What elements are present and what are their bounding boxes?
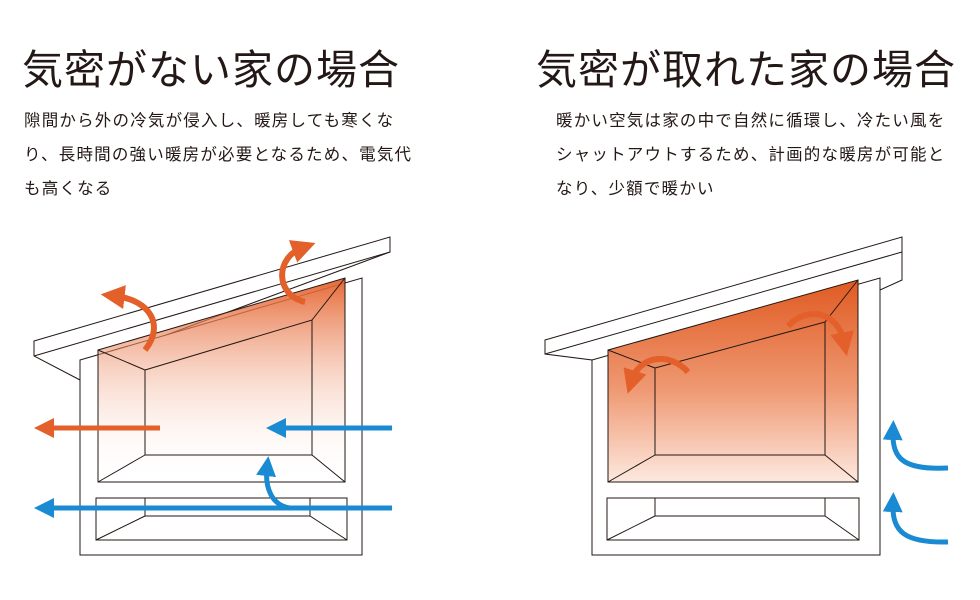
warm-air-arrow-icon bbox=[623, 355, 691, 394]
left-house bbox=[33, 236, 392, 556]
warm-air-arrow-icon bbox=[279, 240, 316, 305]
right-panel-description: 暖かい空気は家の中で自然に循環し、冷たい風をシャットアウトするため、計画的な暖房… bbox=[556, 111, 946, 198]
warm-air-arrow-icon bbox=[100, 285, 157, 352]
right-house bbox=[544, 236, 949, 556]
cold-air-arrow-icon bbox=[882, 420, 949, 471]
right-panel-title: 気密が取れた家の場合 bbox=[536, 46, 956, 94]
left-lower-room bbox=[95, 497, 348, 541]
cold-air-arrow-icon bbox=[882, 492, 949, 545]
warm-air-arrow-icon bbox=[785, 310, 854, 357]
right-lower-room bbox=[606, 497, 860, 541]
left-panel-description: 隙間から外の冷気が侵入し、暖房しても寒くなり、長時間の強い暖房が必要となるため、… bbox=[24, 111, 413, 198]
left-panel-title: 気密がない家の場合 bbox=[22, 46, 400, 94]
cold-air-arrow-icon bbox=[256, 456, 291, 511]
